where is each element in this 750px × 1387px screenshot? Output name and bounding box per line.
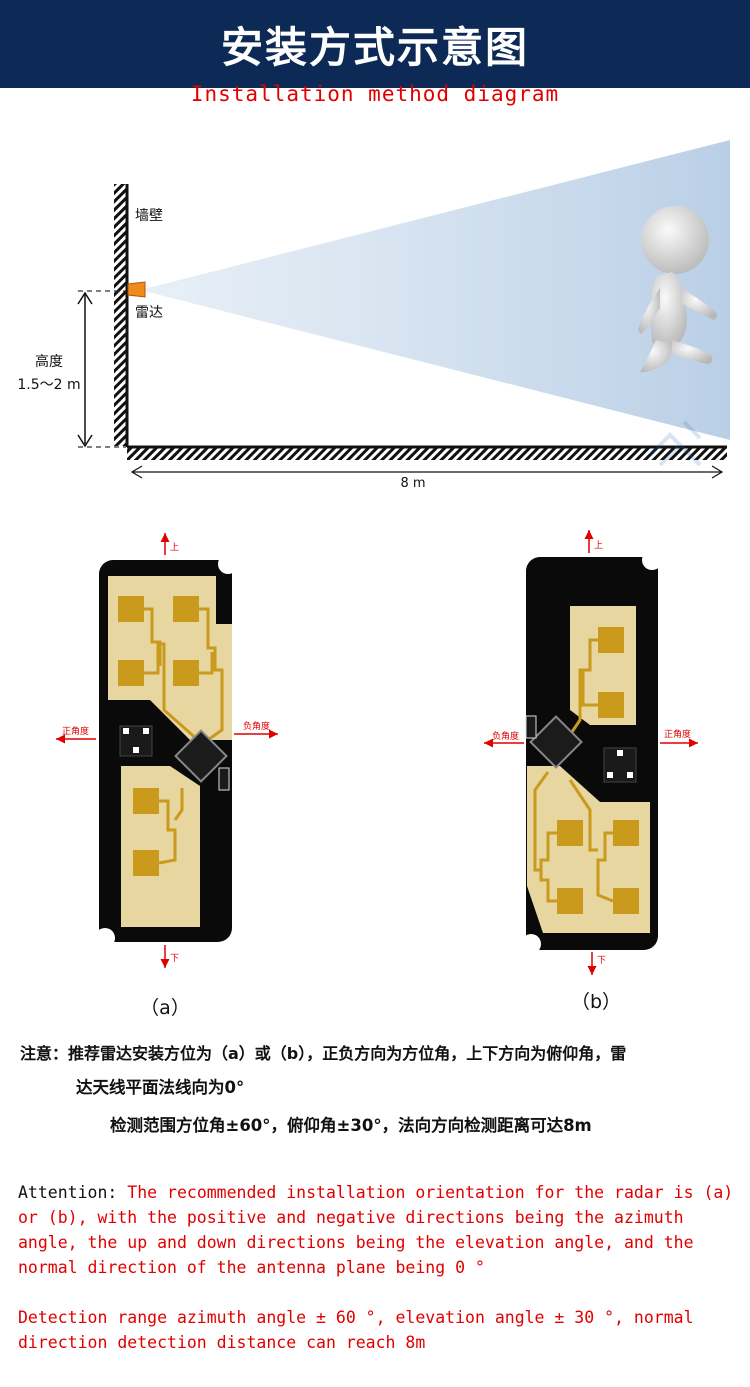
wall-hatch [114,184,126,446]
label-b-pos: 正角度 [664,728,691,740]
height-value: 1.5～2 m [17,377,80,393]
installation-scene: 墙壁 雷达 高度 1.5～2 m 8 m [17,140,730,491]
page-subtitle: Installation method diagram [190,82,560,106]
label-a-pos: 正角度 [62,725,89,737]
note-cn-line2: 达天线平面法线向为0° [76,1078,245,1097]
label-a-down: 下 [170,954,179,964]
height-arrow-head-bottom [77,434,93,448]
label-a-neg: 负角度 [243,720,270,732]
distance-arrow-head-left [130,465,143,479]
board-diagrams: 上 下 正角度 负角度 上 下 负角度 正角度 （a） [56,530,698,1019]
watermark-logo [648,420,702,467]
caption-a: （a） [140,997,190,1019]
note-en-para1: Attention: The recommended installation … [18,1180,738,1280]
height-label: 高度 [35,353,63,370]
board-b [521,550,662,954]
header-bar: 安装方式示意图 [0,0,750,88]
wall-label: 墙壁 [135,208,163,224]
note-en-body: The recommended installation orientation… [18,1183,734,1277]
note-cn-line3: 检测范围方位角±60°，俯仰角±30°，法向方向检测距离可达8m [110,1116,592,1135]
distance-label: 8 m [400,476,425,491]
label-a-up: 上 [170,542,179,553]
note-cn-line1: 注意：推荐雷达安装方位为（a）或（b），正负方向为方位角，上下方向为俯仰角，雷 [20,1044,627,1063]
person-figure [638,206,717,373]
height-arrow-head-top [77,291,93,305]
radar-label: 雷达 [135,305,163,321]
caption-b: （b） [571,991,621,1013]
board-a [95,554,238,948]
radar-icon [127,281,146,298]
floor-hatch [127,447,727,460]
label-b-neg: 负角度 [492,730,519,742]
label-b-down: 下 [597,956,606,966]
note-en-para2: Detection range azimuth angle ± 60 °, el… [18,1308,694,1352]
note-en-lead: Attention: [18,1183,118,1202]
label-b-up: 上 [594,540,603,551]
page-title: 安装方式示意图 [220,23,529,72]
radar-beam [140,140,730,440]
distance-arrow-head-right [711,465,724,479]
